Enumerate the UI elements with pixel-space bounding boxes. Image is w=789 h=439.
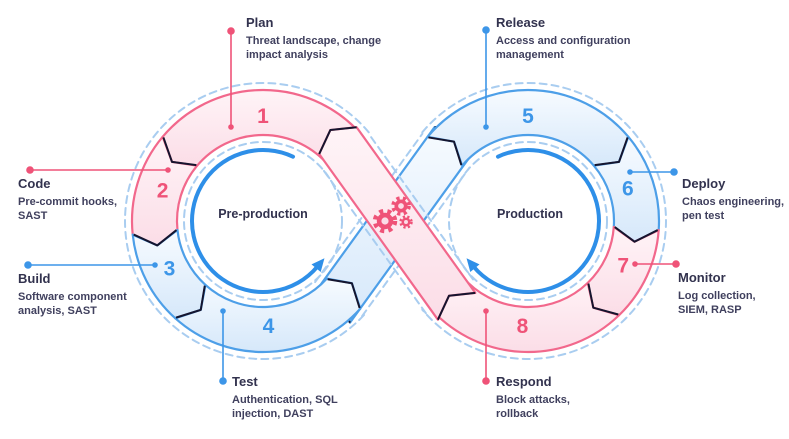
stage-number-4: 4 [263, 315, 275, 338]
leader-dot-release [483, 124, 489, 130]
crossing-band-pink-dashed-edge [320, 166, 427, 315]
callout-test: Test Authentication, SQL injection, DAST [232, 374, 380, 422]
stage-desc-monitor: Log collection, SIEM, RASP [678, 289, 756, 317]
gears-icon [372, 208, 398, 234]
stage-title-build: Build [18, 271, 51, 286]
stage-desc-deploy: Chaos engineering, pen test [682, 195, 785, 223]
segment-joint-accent [133, 229, 178, 247]
segment-joint-accent [327, 278, 361, 309]
flow-arrow-right-head [466, 258, 480, 273]
leader-dot-respond [483, 308, 489, 314]
gears-icon [404, 220, 408, 224]
stage-title-monitor: Monitor [678, 270, 726, 285]
leader-dot-build [152, 262, 158, 268]
dashed-outer-arc-left [124, 82, 370, 360]
callout-respond: Respond Block attacks, rollback [496, 374, 614, 422]
segment-joint-accent [428, 136, 463, 166]
leader-endpoint-code [26, 166, 34, 174]
callout-build: Build Software component analysis, SAST [18, 271, 146, 319]
callout-deploy: Deploy Chaos engineering, pen test [682, 176, 786, 224]
dashed-inner-circle-right [448, 141, 608, 301]
leader-endpoint-monitor [672, 260, 680, 268]
flow-arrow-left [190, 148, 320, 294]
segment-joint-accent [175, 285, 206, 319]
leader-dot-monitor [632, 261, 638, 267]
stage-desc-code: Pre-commit hooks, SAST [18, 195, 118, 223]
segment-joint-accent [594, 137, 629, 167]
stage-desc-respond: Block attacks, rollback [496, 393, 570, 421]
crossing-band-pink-dashed-edge [367, 132, 475, 281]
gears-icon [381, 217, 389, 225]
flow-arrow-right [471, 148, 601, 294]
leader-endpoint-plan [227, 27, 235, 35]
leader-dot-code [165, 167, 171, 173]
gears-icon [391, 196, 411, 216]
crossing-band-pink-joint-accent [318, 126, 357, 155]
stage-number-7: 7 [617, 254, 629, 277]
stage-desc-plan: Threat landscape, change impact analysis [246, 34, 382, 62]
flow-arrow-left-head [311, 258, 325, 273]
leader-endpoint-deploy [670, 168, 678, 176]
stage-title-respond: Respond [496, 374, 552, 389]
segment-joint-accent [614, 226, 659, 243]
callout-plan: Plan Threat landscape, change impact ana… [246, 15, 396, 63]
loop-label-production: Production [497, 207, 563, 221]
callout-code: Code Pre-commit hooks, SAST [18, 176, 133, 224]
stage-title-test: Test [232, 374, 258, 389]
stage-number-2: 2 [157, 179, 169, 202]
callout-monitor: Monitor Log collection, SIEM, RASP [678, 270, 788, 318]
gears-icon [398, 203, 404, 209]
loop-label-pre-production: Pre-production [218, 207, 308, 221]
segment-test [174, 277, 362, 354]
leader-dot-deploy [627, 169, 633, 175]
stage-title-plan: Plan [246, 15, 274, 30]
callout-release: Release Access and configuration managem… [496, 15, 654, 63]
stage-number-8: 8 [517, 315, 529, 338]
stage-number-5: 5 [522, 105, 534, 128]
segment-joint-accent [162, 137, 197, 167]
gears-icon [399, 215, 413, 229]
leader-endpoint-test [219, 377, 227, 385]
segment-joint-accent [587, 283, 619, 316]
stage-number-1: 1 [257, 105, 269, 128]
stage-desc-build: Software component analysis, SAST [18, 290, 127, 318]
stage-desc-test: Authentication, SQL injection, DAST [232, 393, 338, 421]
stage-title-release: Release [496, 15, 546, 30]
leader-dot-test [220, 308, 226, 314]
dashed-inner-circle-left [183, 141, 343, 301]
stage-title-deploy: Deploy [682, 176, 726, 191]
leader-dot-plan [228, 124, 234, 130]
dashed-outer-arc-right [421, 82, 667, 360]
leader-endpoint-build [24, 261, 32, 269]
leader-endpoint-release [482, 26, 490, 34]
stage-number-3: 3 [164, 258, 176, 281]
crossing-band-pink-joint-accent [436, 291, 476, 321]
stage-desc-release: Access and configuration management [496, 34, 631, 62]
stage-number-6: 6 [622, 178, 634, 201]
leader-endpoint-respond [482, 377, 490, 385]
stage-title-code: Code [18, 176, 51, 191]
